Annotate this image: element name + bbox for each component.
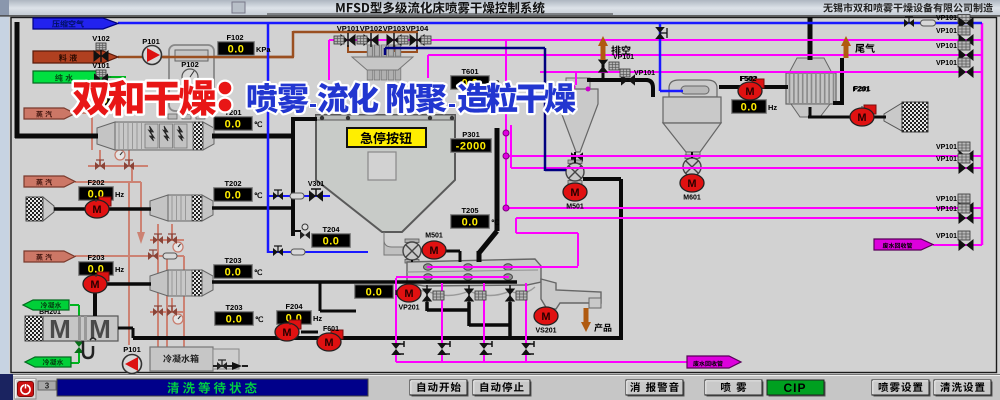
svg-text:-2000: -2000 xyxy=(456,140,487,152)
svg-text:VP101: VP101 xyxy=(634,70,655,77)
svg-text:KPa: KPa xyxy=(256,45,271,54)
svg-text:M: M xyxy=(541,311,550,323)
svg-text:BH201: BH201 xyxy=(39,309,61,316)
svg-text:0.0: 0.0 xyxy=(225,189,242,201)
svg-text:Hz: Hz xyxy=(313,314,322,323)
svg-text:T202: T202 xyxy=(224,179,241,188)
svg-text:3: 3 xyxy=(45,382,50,391)
svg-text:℃: ℃ xyxy=(254,268,263,277)
svg-text:VP101: VP101 xyxy=(936,15,957,22)
svg-text:VP101: VP101 xyxy=(936,156,957,163)
svg-text:M: M xyxy=(745,86,754,98)
svg-text:M: M xyxy=(92,204,101,216)
svg-text:VP101: VP101 xyxy=(936,196,957,203)
svg-text:F102: F102 xyxy=(226,33,243,42)
svg-text:P102: P102 xyxy=(181,60,199,69)
svg-text:VP103: VP103 xyxy=(383,24,406,33)
svg-text:0.0: 0.0 xyxy=(225,266,242,278)
svg-text:P101: P101 xyxy=(123,345,141,354)
svg-text:℃: ℃ xyxy=(255,315,264,324)
svg-text:0.0: 0.0 xyxy=(741,101,758,113)
svg-text:F502: F502 xyxy=(740,74,757,83)
svg-text:M: M xyxy=(49,314,71,344)
svg-text:F202: F202 xyxy=(87,178,104,187)
svg-text:0.0: 0.0 xyxy=(323,235,340,247)
svg-text:F502: F502 xyxy=(739,74,756,83)
svg-text:P301: P301 xyxy=(462,130,480,139)
svg-text:F201: F201 xyxy=(852,85,869,94)
svg-text:M: M xyxy=(429,245,438,257)
svg-text:℃: ℃ xyxy=(254,120,263,129)
svg-text:Hz: Hz xyxy=(115,190,124,199)
svg-text:VP101: VP101 xyxy=(936,144,957,151)
svg-text:F203: F203 xyxy=(87,253,104,262)
svg-text:T203: T203 xyxy=(225,303,242,312)
svg-text:VS201: VS201 xyxy=(535,328,556,335)
svg-text:Hz: Hz xyxy=(115,265,124,274)
svg-text:T205: T205 xyxy=(461,206,478,215)
svg-text:CIP: CIP xyxy=(783,381,806,395)
svg-text:V301: V301 xyxy=(308,181,324,188)
svg-text:℃: ℃ xyxy=(491,218,500,227)
svg-text:M: M xyxy=(282,327,291,339)
svg-text:0.0: 0.0 xyxy=(226,313,243,325)
svg-text:VP101: VP101 xyxy=(936,60,957,67)
svg-text:0.0: 0.0 xyxy=(462,216,479,228)
svg-text:T601: T601 xyxy=(461,67,478,76)
svg-text:F601: F601 xyxy=(323,326,339,333)
svg-text:VP101: VP101 xyxy=(936,43,957,50)
svg-text:M: M xyxy=(857,112,866,124)
svg-text:M: M xyxy=(687,178,696,190)
svg-text:M501: M501 xyxy=(566,204,584,211)
svg-text:M: M xyxy=(89,314,111,344)
svg-text:T201: T201 xyxy=(224,108,241,117)
svg-text:F204: F204 xyxy=(285,302,303,311)
svg-text:0.0: 0.0 xyxy=(366,286,383,298)
svg-text:P101: P101 xyxy=(142,37,160,46)
svg-text:VP101: VP101 xyxy=(613,54,634,61)
svg-text:T204: T204 xyxy=(322,225,340,234)
svg-text:M: M xyxy=(324,337,333,349)
svg-text:V101: V101 xyxy=(92,61,110,70)
svg-text:F201: F201 xyxy=(853,84,870,93)
svg-text:VP104: VP104 xyxy=(406,24,429,33)
svg-text:M501: M501 xyxy=(425,233,443,240)
svg-text:M: M xyxy=(404,288,413,300)
svg-text:VP101: VP101 xyxy=(936,233,957,240)
svg-text:VP101: VP101 xyxy=(337,24,360,33)
svg-text:M: M xyxy=(570,187,579,199)
svg-text:VP102: VP102 xyxy=(360,24,383,33)
svg-text:VP101: VP101 xyxy=(936,206,957,213)
svg-text:Hz: Hz xyxy=(768,103,777,112)
svg-text:℃: ℃ xyxy=(254,191,263,200)
svg-text:T203: T203 xyxy=(224,256,241,265)
svg-text:0.0: 0.0 xyxy=(228,43,245,55)
svg-text:VP101: VP101 xyxy=(936,28,957,35)
svg-text:M601: M601 xyxy=(683,195,701,202)
svg-text:V102: V102 xyxy=(92,34,110,43)
svg-text:0.0: 0.0 xyxy=(225,118,242,130)
svg-text:M: M xyxy=(90,279,99,291)
svg-text:VP201: VP201 xyxy=(398,305,419,312)
